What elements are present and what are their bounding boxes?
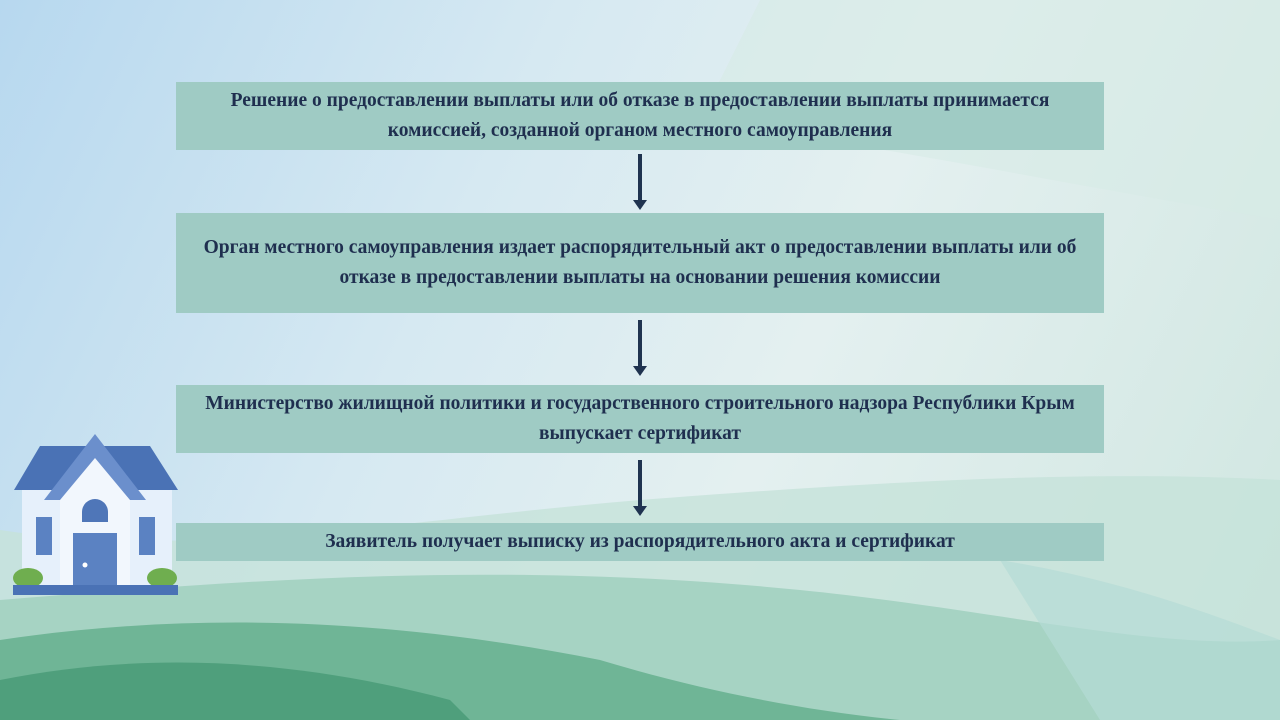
step-2-text: Орган местного самоуправления издает рас… bbox=[203, 237, 1077, 288]
step-4-text: Заявитель получает выписку из распорядит… bbox=[325, 531, 955, 552]
step-3-box: Министерство жилищной политики и государ… bbox=[176, 385, 1104, 453]
arrow-down-icon bbox=[633, 460, 647, 516]
arrow-down-icon bbox=[633, 154, 647, 210]
house-icon bbox=[13, 434, 178, 595]
step-3-text: Министерство жилищной политики и государ… bbox=[205, 393, 1075, 444]
arrow-down-icon bbox=[633, 320, 647, 376]
step-2-box: Орган местного самоуправления издает рас… bbox=[176, 213, 1104, 313]
step-1-box: Решение о предоставлении выплаты или об … bbox=[176, 82, 1104, 150]
step-4-box: Заявитель получает выписку из распорядит… bbox=[176, 523, 1104, 561]
step-1-text: Решение о предоставлении выплаты или об … bbox=[230, 90, 1050, 141]
